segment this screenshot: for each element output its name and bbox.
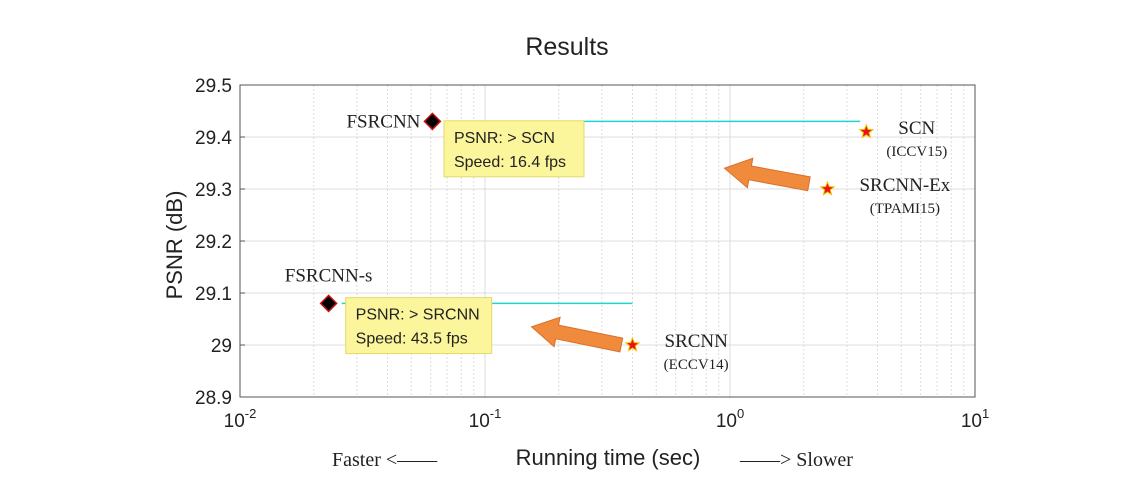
x-tick-label: 10-2 [224, 406, 257, 432]
point-label: FSRCNN [346, 111, 420, 132]
point-venue-label: (ECCV14) [664, 357, 729, 373]
annotation-text: Speed: 43.5 fps [356, 331, 468, 348]
x-tick-label: 101 [961, 406, 989, 432]
faster-label: Faster <—— [332, 449, 438, 471]
point-venue-label: (TPAMI15) [870, 201, 940, 217]
point-venue-label: (ICCV15) [886, 144, 947, 160]
y-tick-label: 29 [211, 336, 232, 357]
x-tick-label: 100 [716, 406, 744, 432]
y-tick-label: 29.1 [195, 284, 232, 305]
point-label: SRCNN [665, 331, 729, 352]
x-tick-label: 10-1 [469, 406, 502, 432]
y-tick-label: 28.9 [195, 388, 232, 409]
annotation-text: Speed: 16.4 fps [454, 154, 566, 171]
annotation-text: PSNR: > SCN [454, 130, 555, 147]
point-label: SCN [898, 118, 935, 139]
x-axis-label: Running time (sec) [516, 445, 701, 470]
annotation-background [345, 297, 493, 355]
annotation-box: PSNR: > SRCNN Speed: 43.5 fps [345, 297, 493, 355]
data-point-star [858, 123, 875, 139]
data-point-diamond [319, 294, 338, 313]
arrow [530, 316, 624, 353]
y-tick-label: 29.2 [195, 232, 232, 253]
arrows [530, 157, 811, 353]
plot-frame [239, 84, 976, 398]
annotation-text: PSNR: > SRCNN [356, 307, 480, 324]
data-point-star [624, 336, 641, 352]
data-points: FSRCNN FSRCNN-s SCN (ICCV15) SRCNN-Ex (TPAMI1… [285, 111, 951, 373]
slower-label: ——> Slower [739, 449, 853, 471]
annotation-background [443, 120, 585, 178]
y-tick-label: 29.3 [195, 180, 232, 201]
chart-title: Results [525, 33, 608, 61]
y-tick-label: 29.5 [195, 76, 232, 97]
tick-labels: 28.9 29 29.1 29.2 29.3 29.4 29.5 10-2 10-1 100 101 [195, 76, 989, 432]
point-label: SRCNN-Ex [859, 175, 950, 196]
annotation-box: PSNR: > SCN Speed: 16.4 fps [443, 120, 585, 178]
point-label: FSRCNN-s [285, 265, 373, 286]
y-axis-label: PSNR (dB) [162, 191, 187, 300]
data-point-diamond [423, 112, 442, 131]
arrow [723, 157, 811, 192]
data-point-star [819, 180, 836, 196]
reference-lines [341, 120, 861, 305]
y-tick-label: 29.4 [195, 128, 232, 149]
